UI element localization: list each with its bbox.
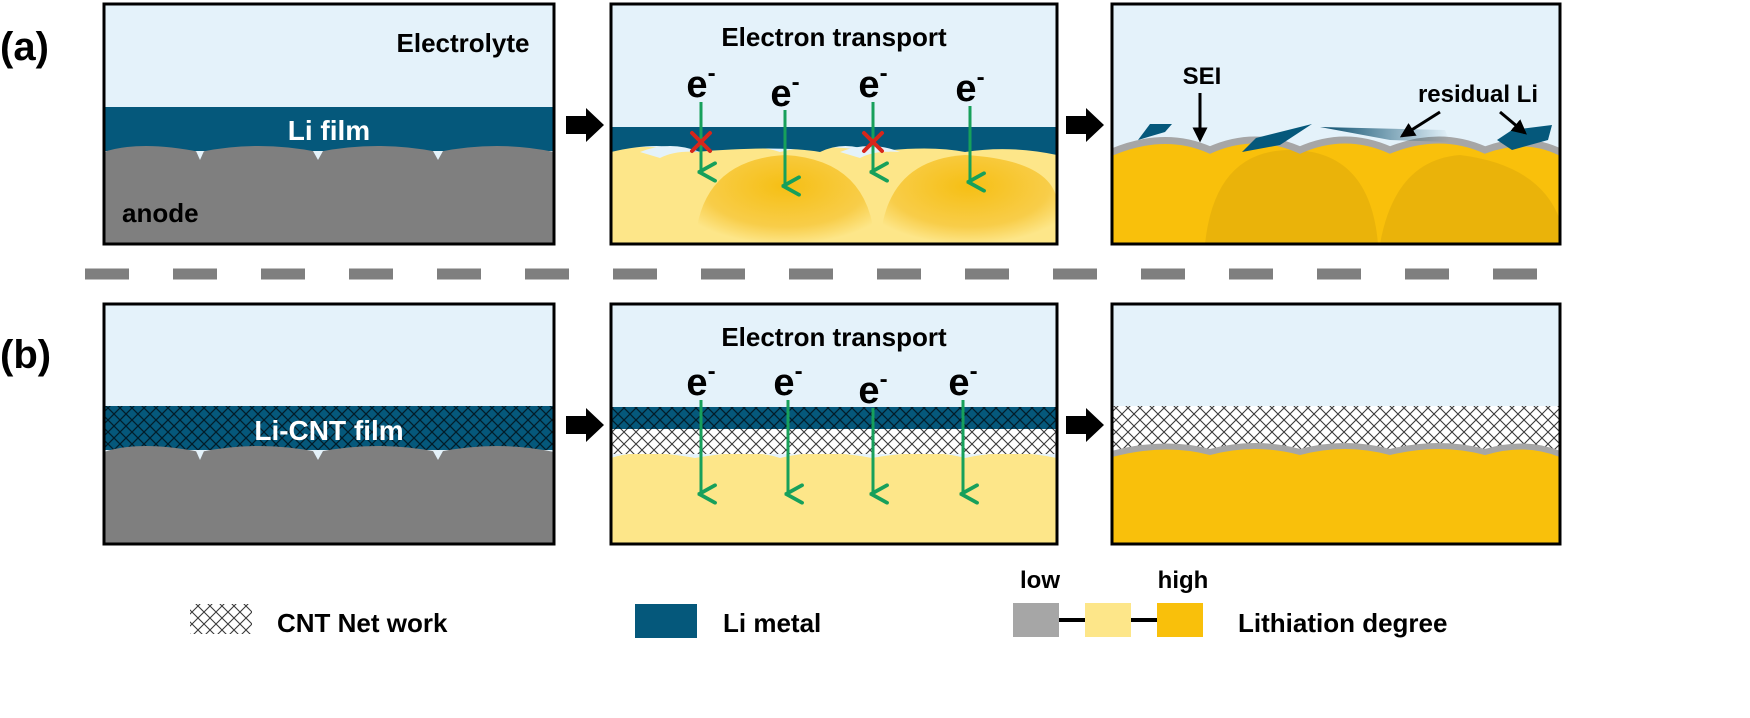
legend-high-label: high — [1158, 567, 1209, 594]
step-arrow — [1066, 408, 1104, 442]
panel-b3 — [1110, 302, 1562, 546]
li-film-layer — [104, 107, 554, 151]
electron-transport-title-b: Electron transport — [721, 322, 947, 352]
li-cnt-film-layer — [104, 406, 554, 450]
panel-b2: Electron transport — [609, 302, 1059, 546]
anode-layer — [104, 146, 554, 244]
legend-li-metal-swatch — [635, 604, 697, 638]
row-b-label: (b) — [0, 333, 51, 377]
legend-lithiation-label: Lithiation degree — [1238, 608, 1447, 638]
li-metal-layer — [611, 127, 1057, 155]
legend-high-swatch — [1157, 603, 1203, 637]
blocked-cross-icon — [862, 131, 884, 153]
legend-li-metal-label: Li metal — [723, 608, 821, 638]
electrons-group-b: e-e-e-e- — [686, 358, 977, 494]
panel-a3: SEI residual Li — [1110, 2, 1562, 246]
blocked-cross-icon — [690, 131, 712, 153]
li-cnt-film-layer — [611, 407, 1057, 429]
legend-cnt-swatch — [190, 604, 252, 634]
legend: CNT Net work Li metal low high Lithiatio… — [190, 567, 1447, 638]
residual-li-label: residual Li — [1418, 81, 1538, 108]
anode-layer — [104, 446, 554, 544]
sei-layer — [1111, 443, 1562, 457]
legend-cnt-label: CNT Net work — [277, 608, 448, 638]
legend-low-swatch — [1013, 603, 1059, 637]
panel-a2: Electron transport — [609, 2, 1059, 246]
residual-li-flake — [1242, 124, 1312, 152]
cnt-net-layer — [611, 429, 1057, 454]
anode-label: anode — [122, 198, 199, 228]
sei-layer — [1110, 136, 1562, 156]
li-film-label: Li film — [288, 115, 370, 146]
residual-li-flake — [1138, 124, 1172, 140]
sei-label: SEI — [1183, 63, 1222, 90]
legend-low-label: low — [1020, 567, 1060, 594]
electrons-group-a: e-e-e-e- — [686, 60, 984, 186]
step-arrow — [566, 408, 604, 442]
legend-mid-swatch — [1085, 603, 1131, 637]
row-a-label: (a) — [0, 25, 49, 69]
panel-b1: Li-CNT film — [102, 302, 556, 546]
li-cnt-film-label: Li-CNT film — [254, 415, 403, 446]
step-arrow — [566, 108, 604, 142]
electron-transport-title-a: Electron transport — [721, 22, 947, 52]
electrolyte-label: Electrolyte — [397, 28, 530, 58]
residual-li-flake — [1320, 127, 1450, 142]
panel-a1: Electrolyte Li film anode — [102, 2, 556, 246]
step-arrow — [1066, 108, 1104, 142]
cnt-net-layer — [1112, 406, 1560, 450]
